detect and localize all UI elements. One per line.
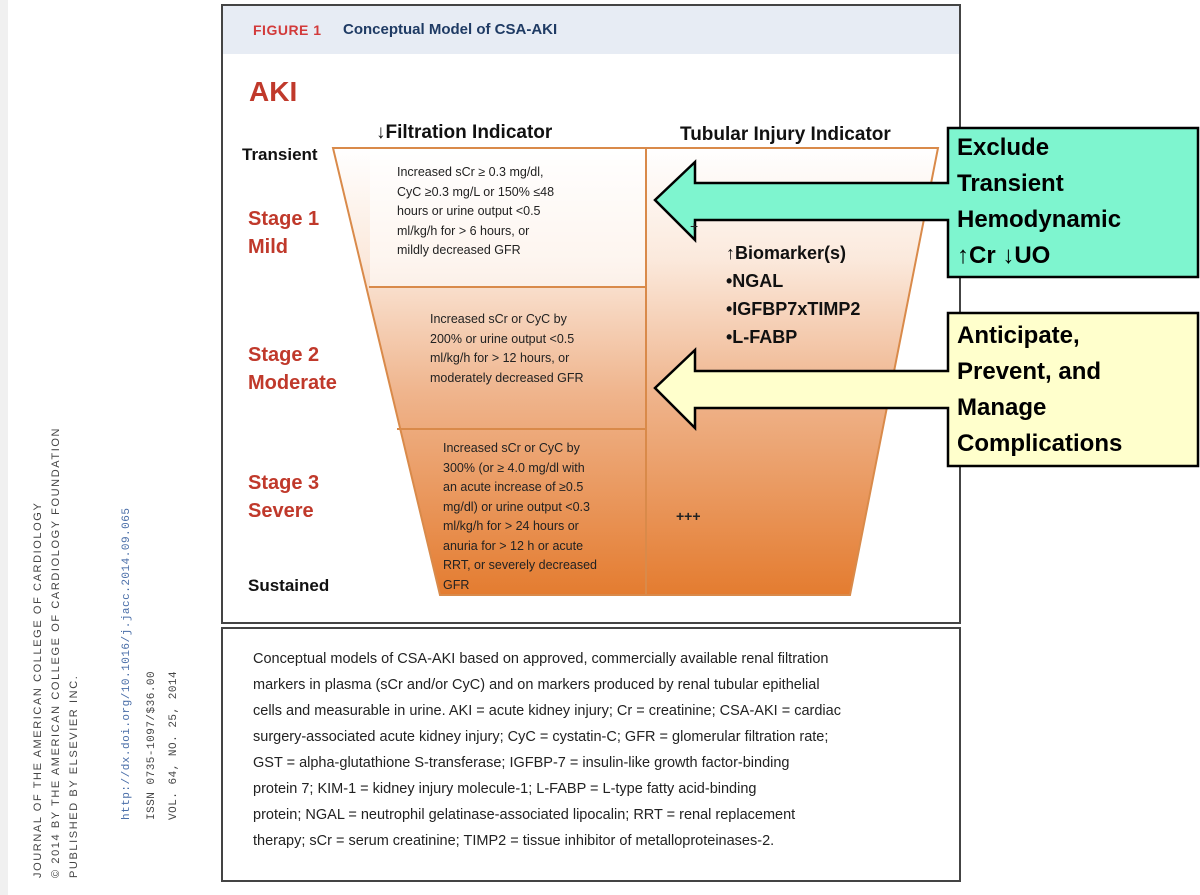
callout-line: ↑Cr ↓UO xyxy=(957,242,1051,269)
stage1-criteria-line: mildly decreased GFR xyxy=(397,243,521,257)
caption-line: protein 7; KIM-1 = kidney injury molecul… xyxy=(253,781,757,797)
stage2-criteria-line: moderately decreased GFR xyxy=(430,370,584,385)
biomarker-item: •L-FABP xyxy=(726,327,798,347)
callout-line: Transient xyxy=(957,170,1064,197)
stage3-criteria-line: GFR xyxy=(443,577,470,592)
stage2-criteria-line: 200% or urine output <0.5 xyxy=(430,331,575,346)
callout-line: Manage xyxy=(957,394,1047,421)
figure-title: Conceptual Model of CSA-AKI xyxy=(343,21,558,38)
figure-header: FIGURE 1 Conceptual Model of CSA-AKI xyxy=(223,6,959,54)
stage2-severity: Moderate xyxy=(248,372,337,394)
stage1-criteria-line: ml/kg/h for > 6 hours, or xyxy=(397,223,530,238)
biomarker-item: •NGAL xyxy=(726,271,784,291)
stage1-label: Stage 1 Mild xyxy=(248,205,319,261)
left-margin-strip xyxy=(0,0,8,895)
green-arrow xyxy=(653,126,1200,279)
callout-line: Exclude xyxy=(957,134,1050,161)
stage1-criteria-line: Increased sCr ≥ 0.3 mg/dl, xyxy=(397,165,544,179)
caption-line: Conceptual models of CSA-AKI based on ap… xyxy=(253,651,829,667)
sustained-label: Sustained xyxy=(248,576,330,595)
stage1-name: Stage 1 xyxy=(248,208,320,230)
caption-line: surgery-associated acute kidney injury; … xyxy=(253,729,829,745)
stage3-criteria-line: anuria for > 12 h or acute xyxy=(443,538,584,553)
caption-line: markers in plasma (sCr and/or CyC) and o… xyxy=(253,677,820,693)
stage3-criteria-line: mg/dl) or urine output <0.3 xyxy=(443,499,590,514)
stage2-criteria-line: ml/kg/h for > 12 hours, or xyxy=(430,351,570,365)
figure-number: FIGURE 1 xyxy=(253,22,322,38)
plus-small: + xyxy=(690,218,699,234)
caption-line: cells and measurable in urine. AKI = acu… xyxy=(253,703,841,719)
stage3-criteria-line: Increased sCr or CyC by xyxy=(443,441,580,455)
stage1-criteria-line: hours or urine output <0.5 xyxy=(397,204,541,218)
caption-line: protein; NGAL = neutrophil gelatinase-as… xyxy=(253,807,796,823)
figure-caption: Conceptual models of CSA-AKI based on ap… xyxy=(221,627,961,882)
callout-line: Anticipate, xyxy=(957,322,1080,349)
stage1-severity: Mild xyxy=(248,236,288,258)
stage1-cell xyxy=(370,150,645,286)
stage3-name: Stage 3 xyxy=(248,472,320,494)
green-callout-text: Exclude Transient Hemodynamic ↑Cr ↓UO xyxy=(957,130,1121,274)
callout-line: Hemodynamic xyxy=(957,206,1122,233)
caption-line: therapy; sCr = serum creatinine; TIMP2 =… xyxy=(253,833,775,849)
stage1-criteria-line: CyC ≥0.3 mg/L or 150% ≤48 xyxy=(397,184,555,199)
callout-line: Complications xyxy=(957,430,1123,457)
stage3-criteria-line: RRT, or severely decreased xyxy=(443,558,598,572)
biomarker-item: •IGFBP7xTIMP2 xyxy=(726,299,861,319)
callout-line: Prevent, and xyxy=(957,358,1102,385)
plus-big: +++ xyxy=(676,508,701,524)
stage3-label: Stage 3 Severe xyxy=(248,469,319,525)
yellow-arrow xyxy=(653,311,1200,468)
caption-line: GST = alpha-glutathione S-transferase; I… xyxy=(253,755,790,771)
stage3-criteria-line: 300% (or ≥ 4.0 mg/dl with xyxy=(443,460,585,475)
stage3-severity: Severe xyxy=(248,500,314,522)
stage3-criteria-line: ml/kg/h for > 24 hours or xyxy=(443,519,579,533)
stage2-label: Stage 2 Moderate xyxy=(248,341,337,397)
stage2-name: Stage 2 xyxy=(248,344,320,366)
stage3-criteria-line: an acute increase of ≥0.5 xyxy=(443,480,584,494)
transient-label: Transient xyxy=(242,145,318,164)
stage2-criteria-line: Increased sCr or CyC by xyxy=(430,312,567,326)
stage1-criteria: Increased sCr ≥ 0.3 mg/dl, CyC ≥0.3 mg/L… xyxy=(397,163,554,261)
aki-label: AKI xyxy=(249,76,298,107)
tubular-injury-header: Tubular Injury Indicator xyxy=(680,124,891,145)
biomarker-item: ↑Biomarker(s) xyxy=(726,243,847,263)
stage2-criteria: Increased sCr or CyC by 200% or urine ou… xyxy=(430,310,584,388)
stage3-criteria: Increased sCr or CyC by 300% (or ≥ 4.0 m… xyxy=(443,439,597,595)
yellow-callout-text: Anticipate, Prevent, and Manage Complica… xyxy=(957,318,1122,462)
filtration-indicator-header: ↓Filtration Indicator xyxy=(376,122,553,143)
biomarker-list: ↑Biomarker(s) •NGAL •IGFBP7xTIMP2 •L-FAB… xyxy=(726,239,860,351)
